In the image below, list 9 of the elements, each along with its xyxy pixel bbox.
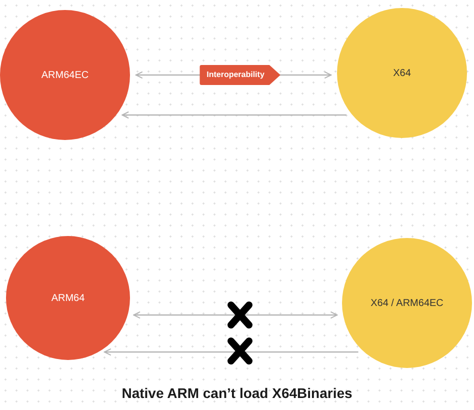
node-label: X64 / ARM64EC	[370, 298, 444, 308]
node-label: ARM64	[50, 292, 86, 304]
caption: Native ARM can’t load X64Binaries	[120, 385, 354, 401]
arrow	[133, 311, 338, 319]
node-label: ARM64EC	[40, 70, 90, 80]
arrow	[104, 348, 358, 356]
node-label: X64	[392, 68, 412, 78]
arrow	[122, 111, 346, 119]
edge-label: Interoperability	[200, 65, 280, 85]
